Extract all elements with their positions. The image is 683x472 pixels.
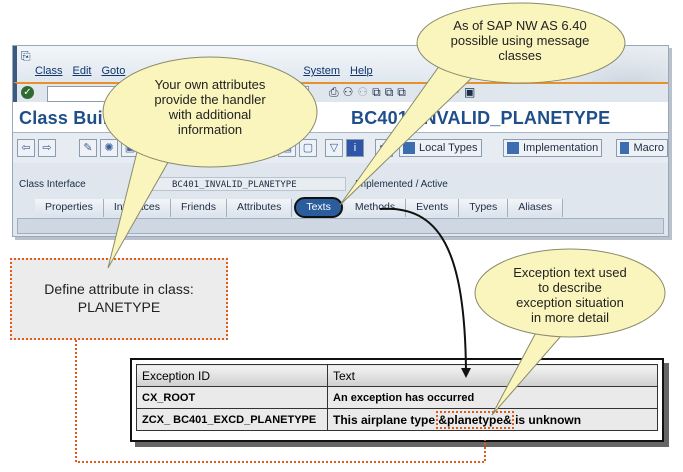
planetype-placeholder: &planetype&: [436, 410, 514, 429]
find-next-icon[interactable]: ⚇: [357, 85, 369, 99]
tab-properties[interactable]: Properties: [35, 199, 104, 217]
macros-icon: [620, 142, 630, 154]
texts-arrow: [379, 207, 467, 373]
filter-icon[interactable]: ▽: [325, 139, 343, 157]
tab-events[interactable]: Events: [406, 199, 460, 217]
tab-methods[interactable]: Methods: [344, 199, 407, 217]
print-icon[interactable]: ⎙: [329, 85, 339, 99]
text-after: is unknown: [511, 412, 582, 427]
top-callout-tail: [339, 64, 482, 206]
window-icon[interactable]: ▢: [299, 139, 317, 157]
tab-attributes[interactable]: Attributes: [226, 199, 293, 217]
top-callout-text: As of SAP NW AS 6.40 possible using mess…: [430, 18, 610, 63]
define-line-1: Define attribute in class:: [44, 281, 194, 297]
page-title-left: Class Buil: [19, 108, 109, 128]
tab-types[interactable]: Types: [459, 199, 509, 217]
define-line-2: PLANETYPE: [77, 299, 161, 315]
exception-text-table: Exception ID Text CX_ROOT An exception h…: [130, 358, 664, 442]
menu-help[interactable]: Help: [350, 65, 373, 77]
texts-arrowhead: [461, 368, 471, 378]
next-page-icon[interactable]: ⧉: [397, 85, 406, 99]
top-callout-bubble: [416, 2, 626, 84]
info-icon[interactable]: i: [346, 139, 364, 157]
macros-button[interactable]: Macro: [616, 139, 668, 157]
callout-line: in more detail: [530, 310, 610, 325]
edit-pencil-icon[interactable]: ✎: [79, 139, 97, 157]
tab-panel: [17, 218, 664, 234]
local-types-button[interactable]: Local Types: [399, 139, 482, 157]
tab-aliases[interactable]: Aliases: [508, 199, 564, 217]
dotted-connector: [75, 340, 486, 463]
right-callout-bubble: [474, 248, 666, 338]
implementation-icon: [507, 142, 519, 154]
forward-icon[interactable]: ⇨: [38, 139, 56, 157]
header-text: Text: [327, 364, 658, 387]
local-types-icon: [403, 142, 415, 154]
layout-icon[interactable]: ▣: [463, 85, 476, 99]
menu-edit[interactable]: Edit: [72, 65, 92, 77]
macros-label: Macro: [633, 142, 664, 154]
text-before: This airplane type: [333, 412, 439, 427]
prev-page-icon[interactable]: ⧉: [384, 85, 394, 99]
find-icon[interactable]: ⚇: [342, 85, 354, 99]
exception-text-cell: This airplane type &planetype& is unknow…: [327, 408, 658, 431]
callout-line: provide the handler: [154, 92, 266, 107]
table-row: ZCX_ BC401_EXCD_PLANETYPE This airplane …: [136, 408, 658, 431]
first-page-icon[interactable]: ⧉: [372, 85, 381, 99]
menu-class[interactable]: Class: [35, 65, 63, 77]
exception-id-cell: ZCX_ BC401_EXCD_PLANETYPE: [136, 408, 328, 431]
callout-line: possible using message: [450, 33, 590, 48]
enter-check-icon[interactable]: ✓: [21, 86, 34, 99]
class-interface-label: Class Interface: [19, 179, 86, 190]
app-menu-icon[interactable]: ⎘: [21, 49, 31, 63]
tab-friends[interactable]: Friends: [170, 199, 227, 217]
callout-line: exception situation: [516, 295, 624, 310]
callout-line: classes: [498, 48, 542, 63]
tab-texts[interactable]: Texts: [294, 197, 343, 218]
define-attribute-box: Define attribute in class: PLANETYPE: [10, 258, 228, 340]
local-types-label: Local Types: [419, 142, 478, 154]
callout-line: As of SAP NW AS 6.40: [453, 18, 587, 33]
exception-text-cell: An exception has occurred: [327, 386, 658, 409]
class-status: Implemented / Active: [355, 179, 448, 190]
callout-line: information: [177, 122, 243, 137]
callout-line: Your own attributes: [154, 77, 266, 92]
right-callout-text: Exception text used to describe exceptio…: [495, 265, 645, 325]
implementation-button[interactable]: Implementation: [503, 139, 603, 157]
back-icon[interactable]: ⇦: [17, 139, 35, 157]
left-callout-bubble: [102, 56, 318, 168]
callout-line: Exception text used: [513, 265, 627, 280]
left-callout-text: Your own attributes provide the handler …: [130, 77, 290, 137]
callout-line: to describe: [538, 280, 602, 295]
class-interface-field[interactable]: BC401_INVALID_PLANETYPE: [141, 177, 346, 191]
callout-line: with additional: [168, 107, 252, 122]
implementation-label: Implementation: [523, 142, 599, 154]
menu-system[interactable]: System: [303, 65, 341, 77]
activate-icon[interactable]: ✺: [100, 139, 118, 157]
menu-goto[interactable]: Goto: [101, 65, 126, 77]
